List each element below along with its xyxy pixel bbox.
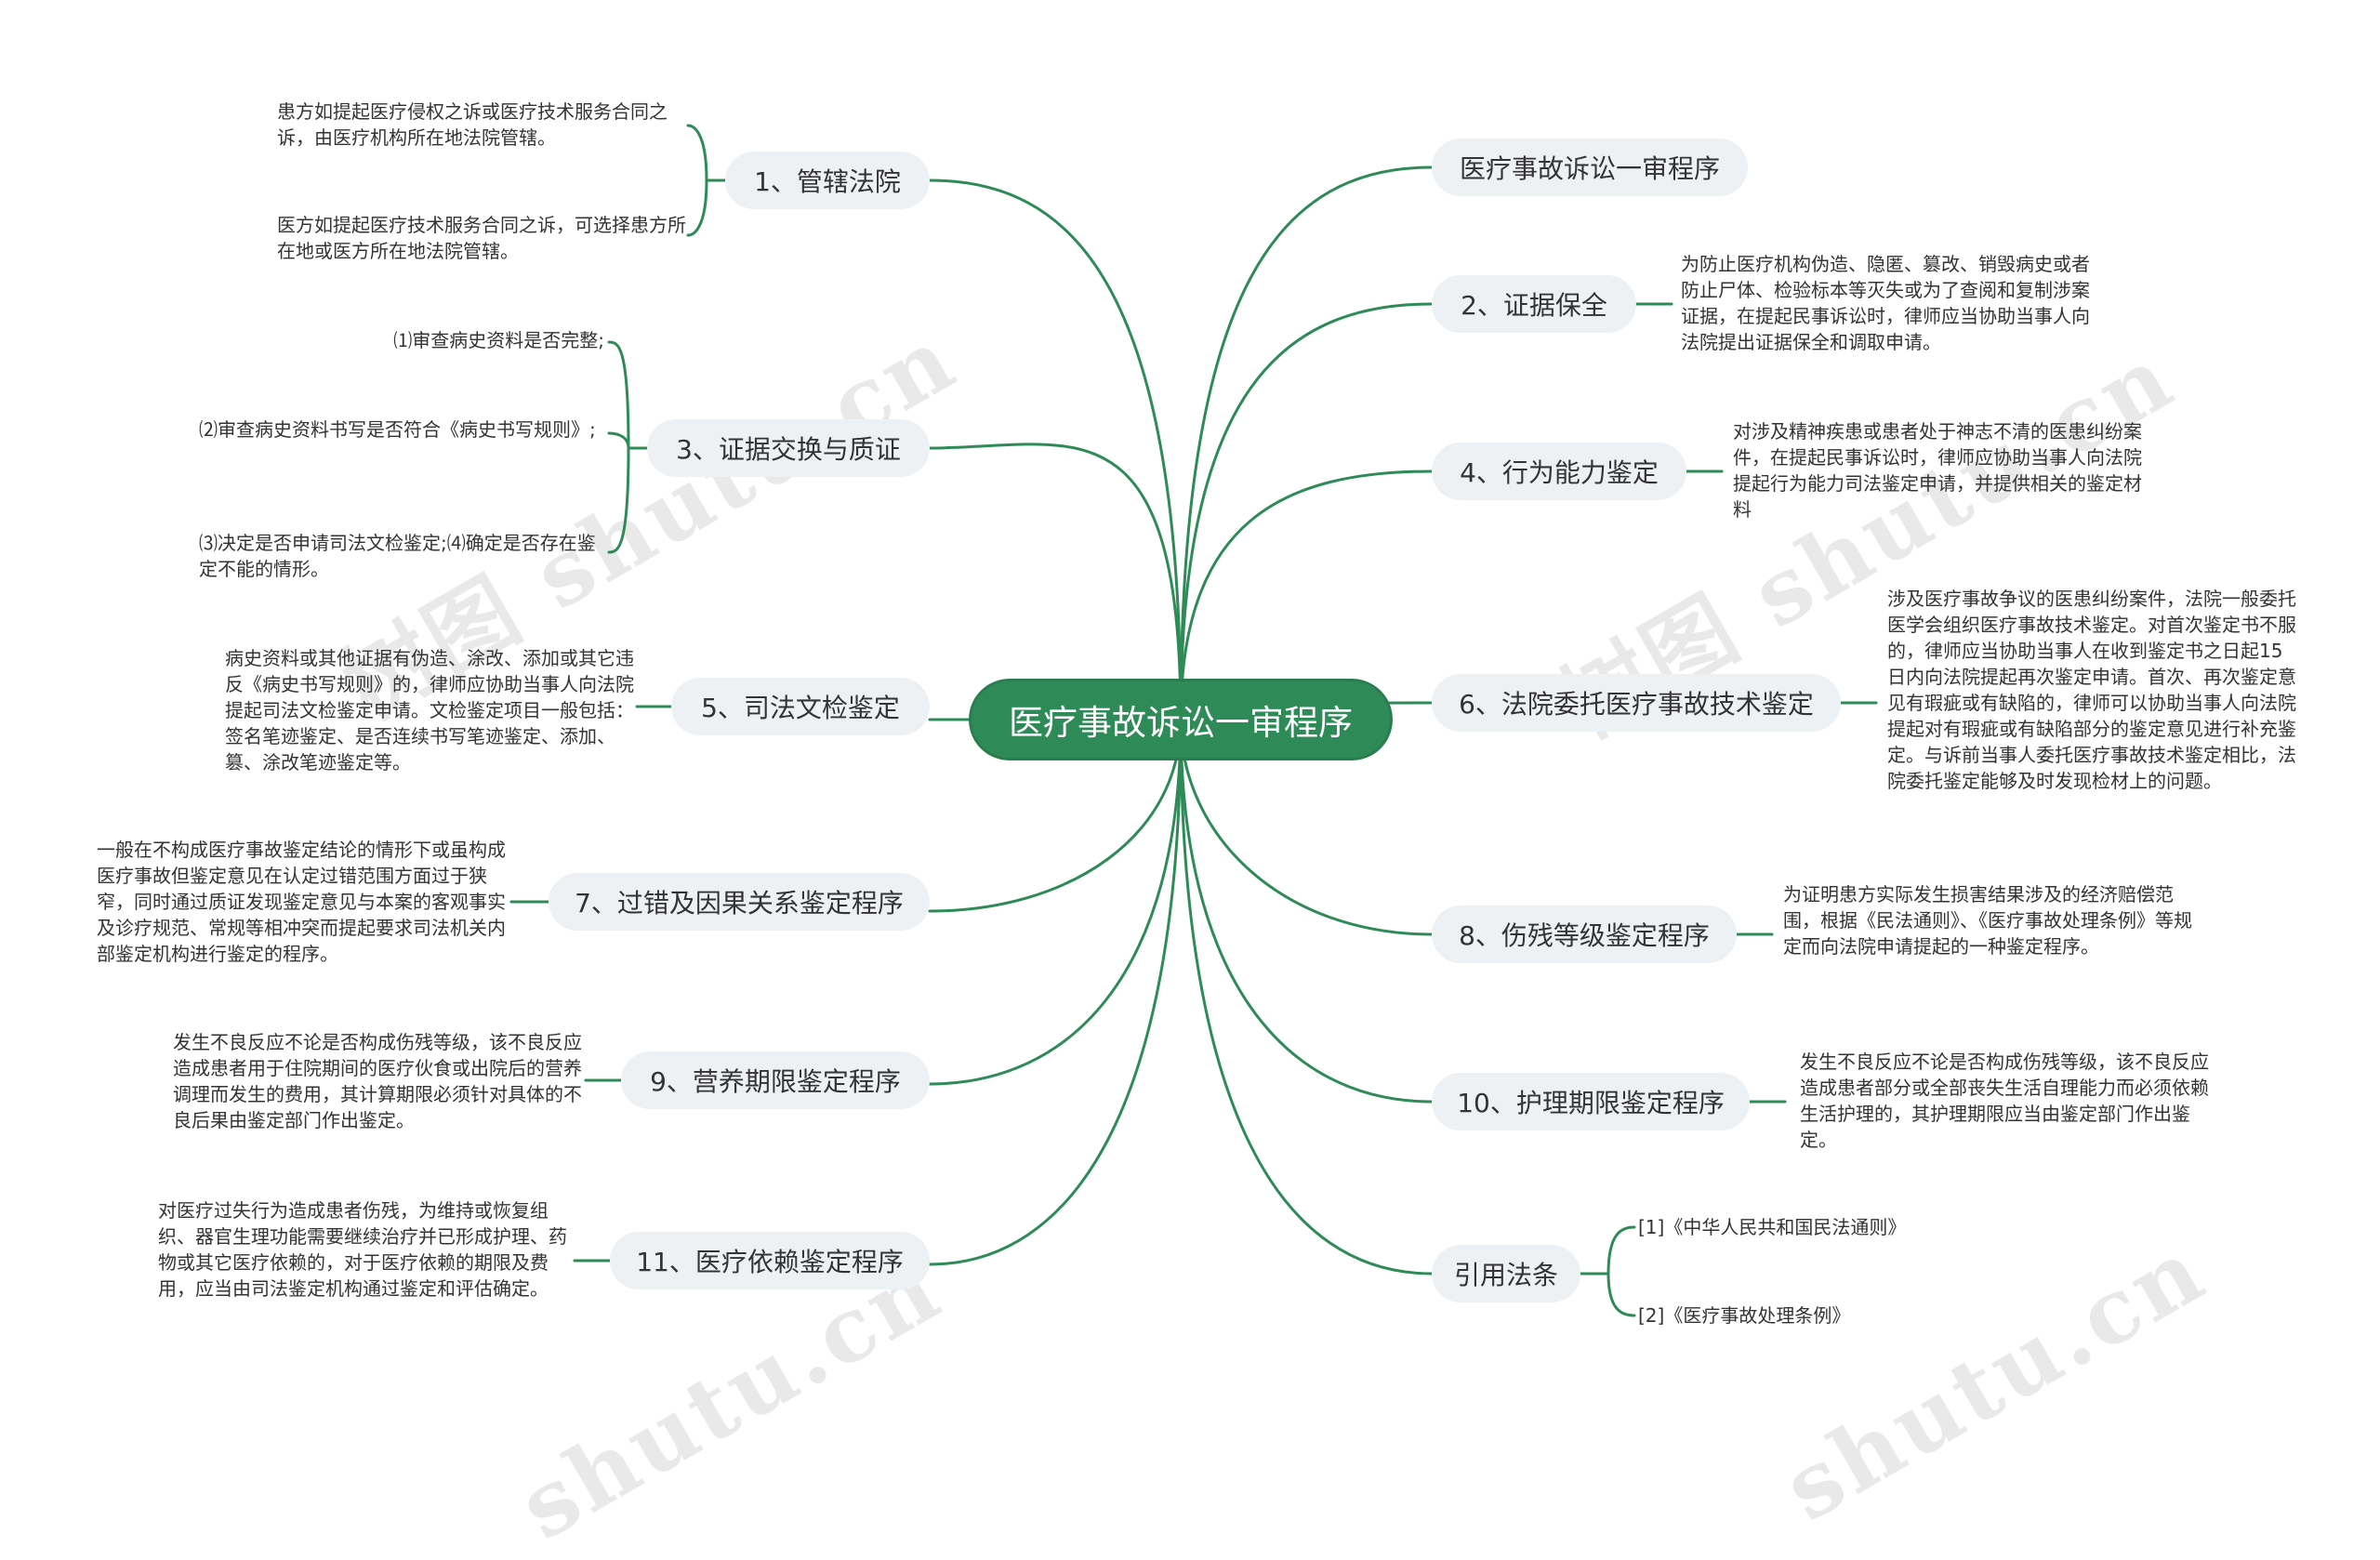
branch-court-appraisal[interactable]: 6、法院委托医疗事故技术鉴定 — [1432, 674, 1841, 732]
branch-evidence-preservation[interactable]: 2、证据保全 — [1432, 275, 1636, 333]
note-nutrition-period: 发生不良反应不论是否构成伤残等级，该不良反应造成患者用于住院期间的医疗伙食或出院… — [173, 1031, 582, 1131]
note-law-2: [2]《医疗事故处理条例》 — [1638, 1304, 1851, 1327]
note-nursing-period: 发生不良反应不论是否构成伤残等级，该不良反应造成患者部分或全部丧失生活自理能力而… — [1800, 1051, 2209, 1151]
root-node[interactable]: 医疗事故诉讼一审程序 — [969, 679, 1393, 760]
branch-evidence-exchange[interactable]: 3、证据交换与质证 — [647, 419, 930, 477]
note-disability-grade: 为证明患方实际发生损害结果涉及的经济赔偿范围，根据《民法通则》、《医疗事故处理条… — [1783, 883, 2192, 958]
note-jurisdiction-1: 患方如提起医疗侵权之诉或医疗技术服务合同之诉，由医疗机构所在地法院管辖。 — [277, 100, 668, 149]
note-evidence-preservation: 为防止医疗机构伪造、隐匿、篡改、销毁病史或者防止尸体、检验标本等灭失或为了查阅和… — [1681, 253, 2090, 353]
note-medical-dependency: 对医疗过失行为造成患者伤残，为维持或恢复组织、器官生理功能需要继续治疗并已形成护… — [158, 1199, 567, 1300]
branch-cited-laws[interactable]: 引用法条 — [1432, 1245, 1580, 1302]
branch-capacity-appraisal[interactable]: 4、行为能力鉴定 — [1432, 443, 1686, 500]
branch-overview[interactable]: 医疗事故诉讼一审程序 — [1432, 139, 1748, 196]
connector-lines — [509, 124, 1878, 1317]
branch-jurisdiction[interactable]: 1、管辖法院 — [725, 152, 930, 209]
branch-nursing-period[interactable]: 10、护理期限鉴定程序 — [1432, 1073, 1750, 1130]
branch-medical-dependency[interactable]: 11、医疗依赖鉴定程序 — [610, 1232, 930, 1289]
note-jurisdiction-2: 医方如提起医疗技术服务合同之诉，可选择患方所在地或医方所在地法院管辖。 — [277, 214, 686, 262]
note-court-appraisal: 涉及医疗事故争议的医患纠纷案件，法院一般委托医学会组织医疗事故技术鉴定。对首次鉴… — [1887, 588, 2296, 792]
note-law-1: [1]《中华人民共和国民法通则》 — [1638, 1216, 1907, 1238]
branch-document-forensics[interactable]: 5、司法文检鉴定 — [671, 678, 930, 735]
note-document-forensics: 病史资料或其他证据有伪造、涂改、添加或其它违反《病史书写规则》的，律师应协助当事… — [225, 647, 634, 773]
branch-fault-causation[interactable]: 7、过错及因果关系鉴定程序 — [549, 873, 930, 931]
note-capacity-appraisal: 对涉及精神疾患或患者处于神志不清的医患纠纷案件，在提起民事诉讼时，律师应协助当事… — [1733, 420, 2142, 521]
branch-nutrition-period[interactable]: 9、营养期限鉴定程序 — [621, 1051, 930, 1109]
note-evidence-1: ⑴审查病史资料是否完整; — [393, 329, 604, 351]
note-evidence-2: ⑵审查病史资料书写是否符合《病史书写规则》; — [199, 418, 596, 441]
branch-disability-grade[interactable]: 8、伤残等级鉴定程序 — [1432, 906, 1737, 963]
note-evidence-3: ⑶决定是否申请司法文检鉴定;⑷确定是否存在鉴定不能的情形。 — [199, 532, 596, 580]
note-fault-causation: 一般在不构成医疗事故鉴定结论的情形下或虽构成医疗事故但鉴定意见在认定过错范围方面… — [97, 839, 506, 965]
